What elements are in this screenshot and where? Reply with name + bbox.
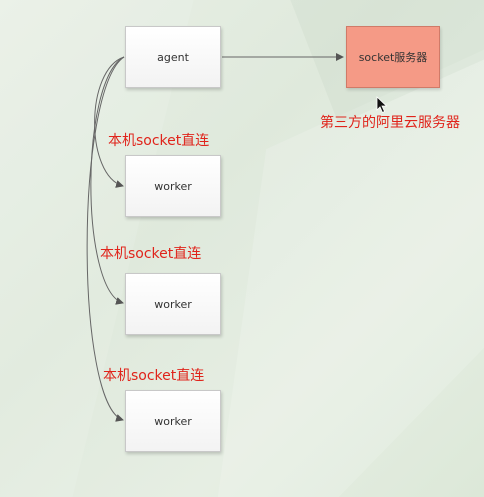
worker-node-label: worker bbox=[154, 179, 192, 193]
worker-node-1[interactable]: worker bbox=[125, 155, 221, 217]
edge-agent-worker3 bbox=[86, 56, 125, 422]
socket-server-node[interactable]: socket服务器 bbox=[346, 26, 440, 88]
server-annotation: 第三方的阿里云服务器 bbox=[320, 115, 460, 131]
socket-server-node-label: socket服务器 bbox=[358, 51, 428, 64]
worker-node-3[interactable]: worker bbox=[125, 390, 221, 452]
agent-node[interactable]: agent bbox=[125, 26, 221, 88]
edge-agent-worker1 bbox=[94, 56, 125, 188]
worker-node-label: worker bbox=[154, 297, 192, 311]
worker-node-label: worker bbox=[154, 414, 192, 428]
worker-node-2[interactable]: worker bbox=[125, 273, 221, 335]
link-label-3: 本机socket直连 bbox=[103, 368, 205, 384]
mouse-cursor-icon bbox=[376, 96, 388, 114]
link-label-1: 本机socket直连 bbox=[108, 133, 210, 149]
link-label-2: 本机socket直连 bbox=[100, 246, 202, 262]
edge-agent-worker2 bbox=[90, 56, 125, 305]
agent-node-label: agent bbox=[157, 50, 189, 64]
